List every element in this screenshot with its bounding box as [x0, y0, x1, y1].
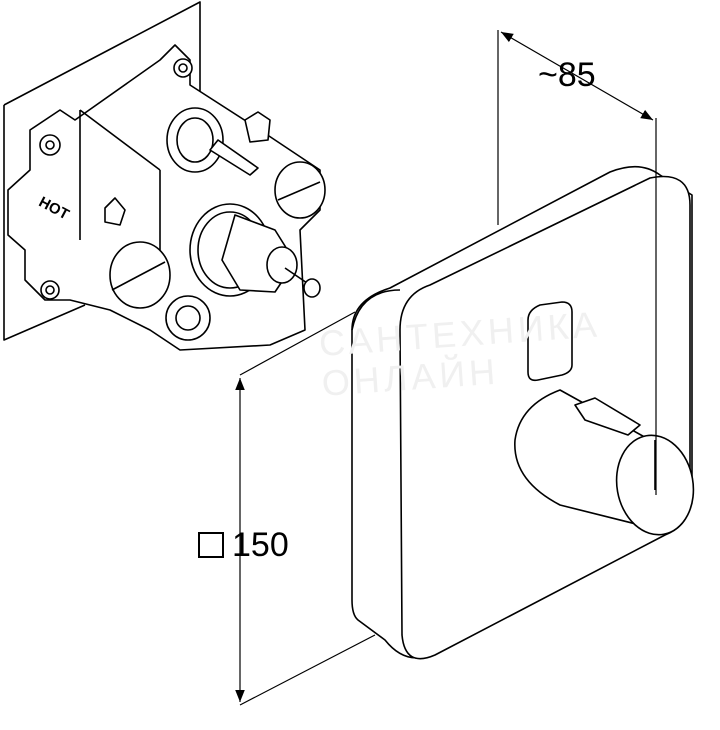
dimension-85 [497, 30, 657, 495]
square-symbol-icon [198, 532, 224, 558]
dimension-150 [235, 311, 376, 706]
size-dimension-label: 150 [198, 528, 289, 562]
handle-knob [514, 389, 695, 536]
faceplate [351, 165, 693, 660]
button-recess [527, 301, 573, 382]
size-value: 150 [232, 526, 289, 564]
mounting-plate [3, 1, 201, 341]
depth-dimension-label: ~85 [538, 56, 596, 94]
valve-body [7, 44, 326, 351]
